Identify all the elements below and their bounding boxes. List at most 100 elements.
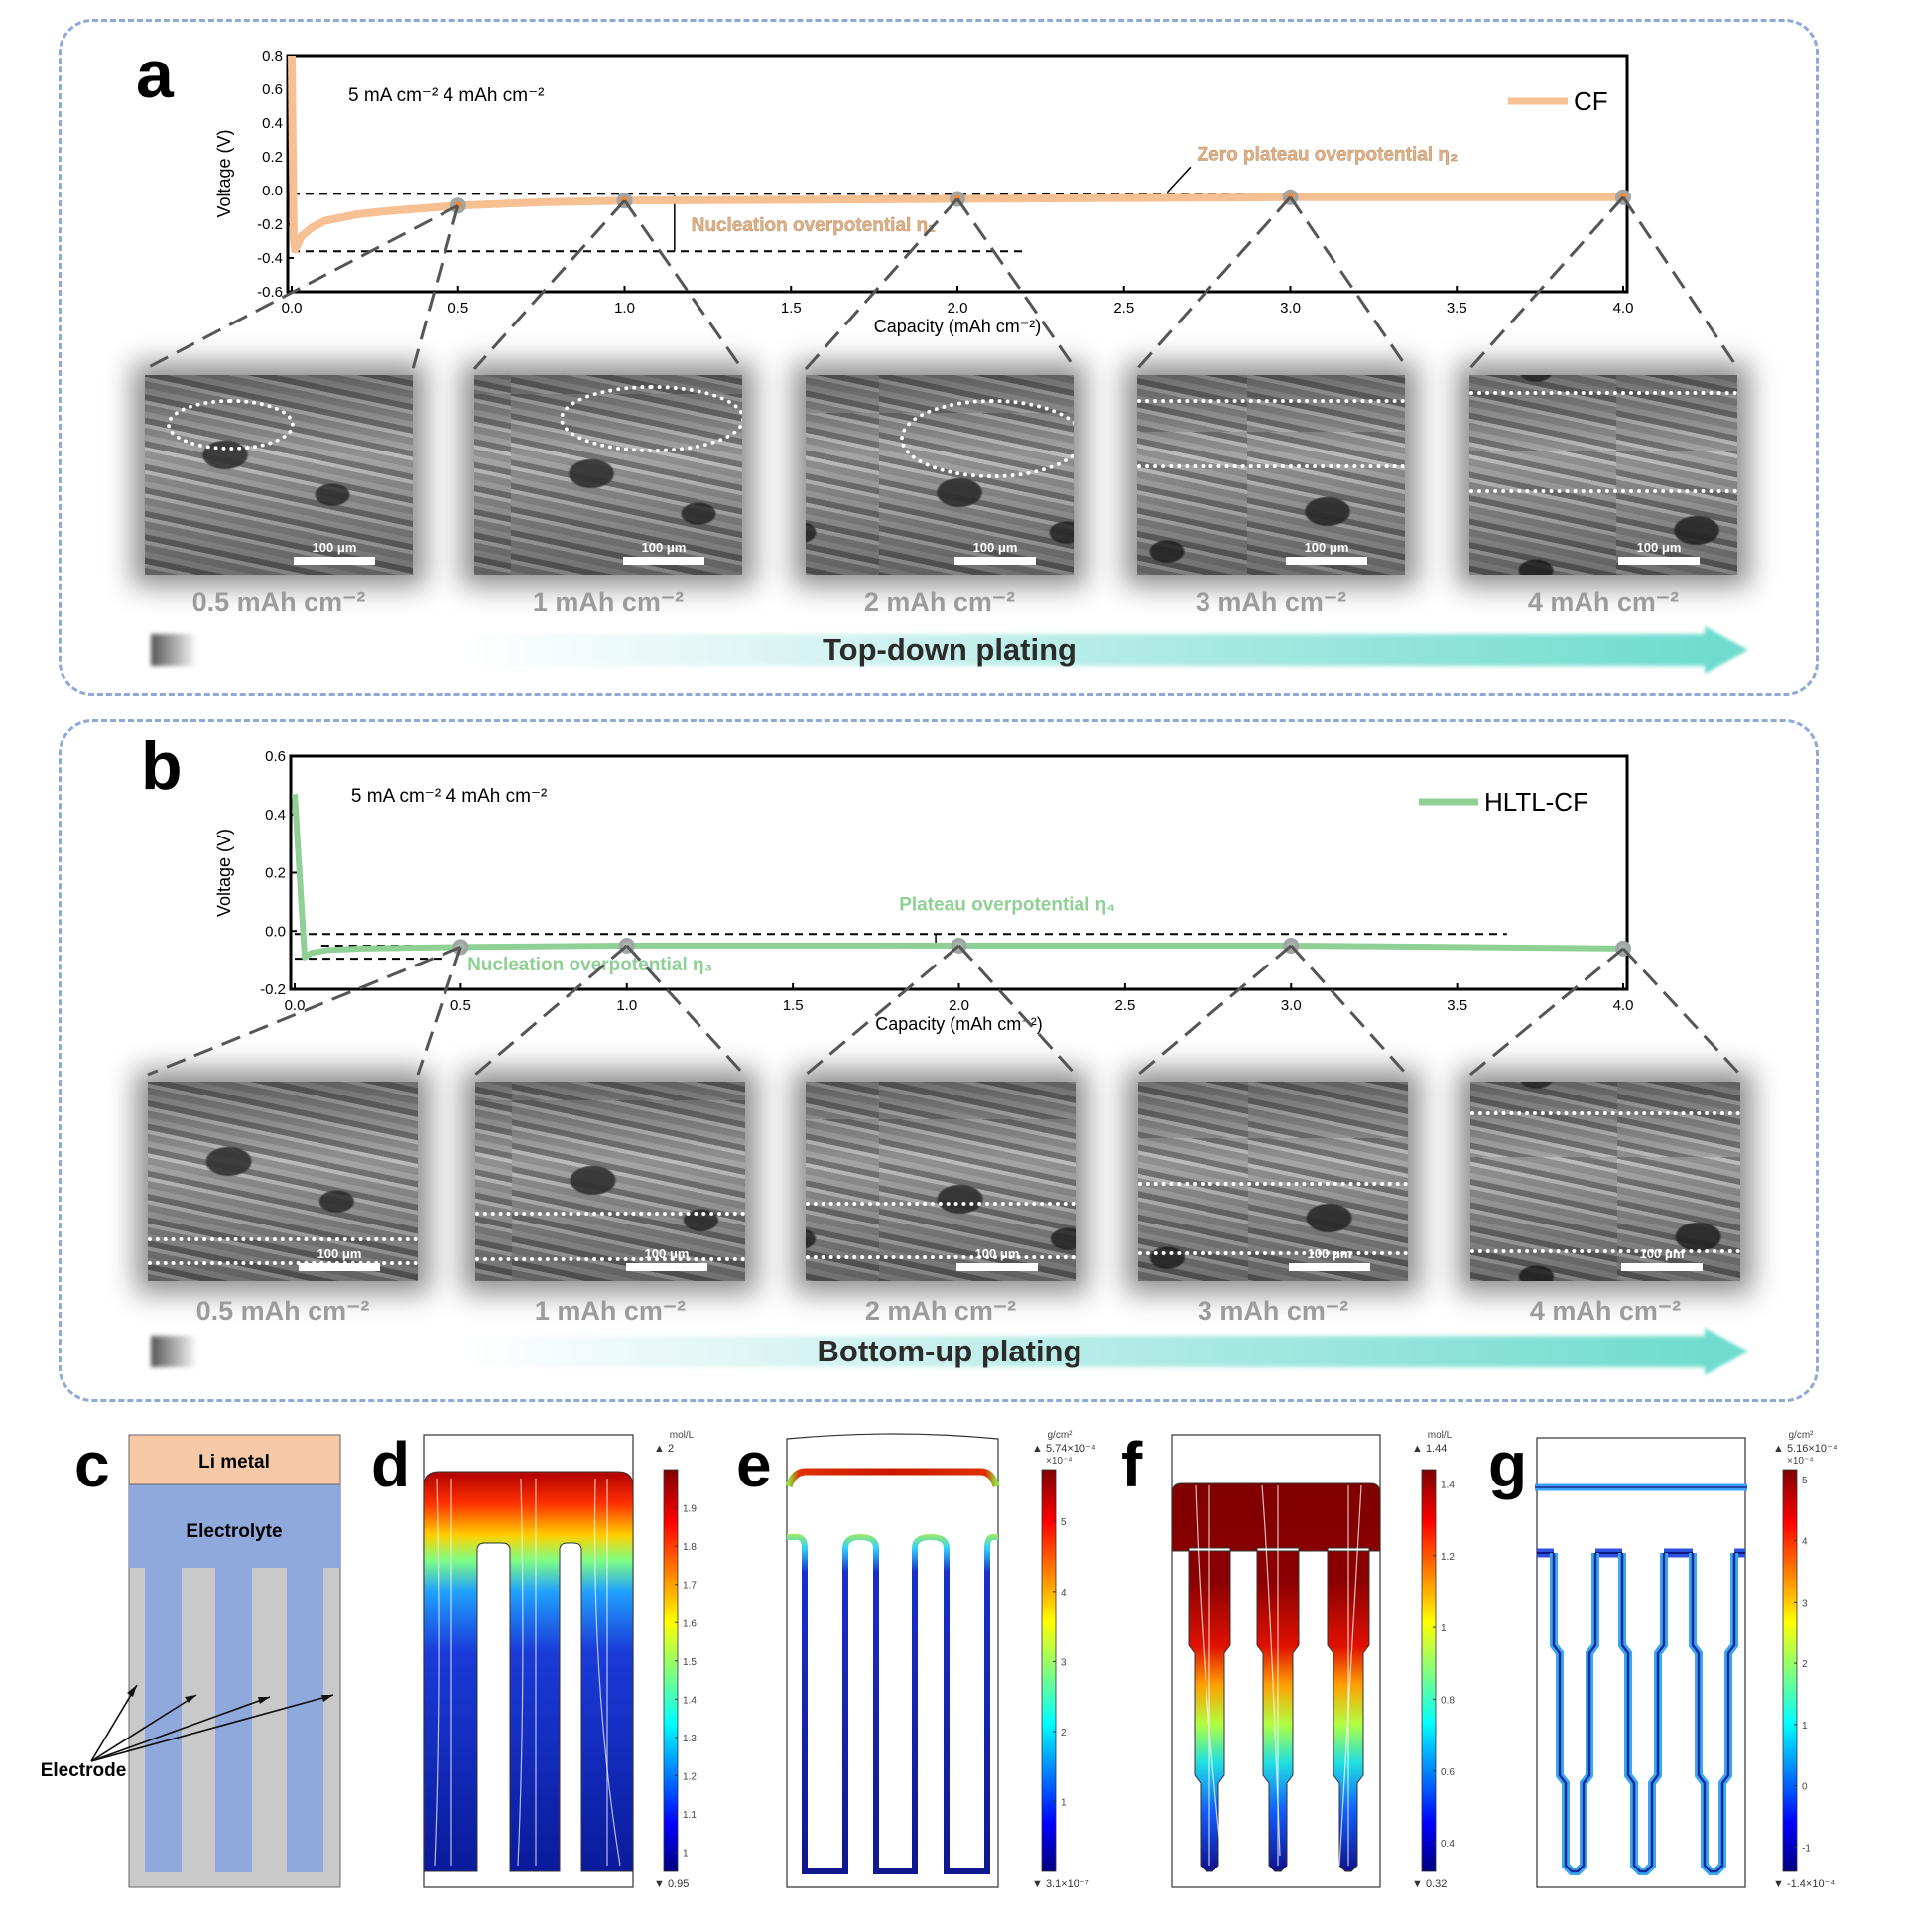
zoom-connector-line xyxy=(1137,944,1293,1077)
capacity-label: 0.5 mAh cm⁻² xyxy=(191,587,366,617)
colorbar-tick-label: 5 xyxy=(1802,1476,1808,1486)
layer-boundary-dotted-line xyxy=(475,1256,745,1261)
y-tick-label: 0.2 xyxy=(262,149,283,166)
scale-bar-label: 100 μm xyxy=(644,1246,690,1261)
annotation: Nucleation overpotential η₃ xyxy=(467,955,712,975)
x-tick-label: 1.0 xyxy=(614,300,635,317)
x-axis-label: Capacity (mAh cm⁻²) xyxy=(875,1014,1043,1034)
electrode-interface xyxy=(787,1533,998,1874)
concentration-field xyxy=(423,1471,634,1872)
y-tick-label: -0.2 xyxy=(260,981,286,998)
domain-frame xyxy=(1536,1437,1746,1888)
zoom-connector-line xyxy=(804,197,959,370)
simulation-f-concentration xyxy=(1171,1434,1381,1888)
highlight-ellipse xyxy=(166,399,296,451)
li-metal-interface xyxy=(785,1468,1000,1488)
layer-boundary-dotted-line xyxy=(1138,1250,1408,1255)
layer-boundary-dotted-line xyxy=(1470,1248,1740,1253)
colorbar-tick-label: 1 xyxy=(1061,1798,1067,1809)
panel-a-frame xyxy=(59,19,1819,696)
zoom-connector-line xyxy=(1467,195,1625,371)
highlight-ellipse xyxy=(899,399,1074,479)
scale-bar xyxy=(956,1263,1038,1271)
capacity-label: 1 mAh cm⁻² xyxy=(532,587,685,617)
zoom-connector-line xyxy=(623,199,744,370)
y-tick-label: -0.2 xyxy=(257,216,283,233)
y-tick-label: -0.4 xyxy=(257,250,283,267)
sem-image: 100 μm xyxy=(474,375,742,575)
scale-bar-label: 100 μm xyxy=(1636,540,1682,555)
zoom-connector-line xyxy=(1469,947,1624,1077)
zoom-connector-line xyxy=(1290,944,1409,1077)
colorbar-tick-label: 1.9 xyxy=(683,1504,697,1515)
zoom-connector-line xyxy=(1621,947,1742,1077)
capacity-label: 2 mAh cm⁻² xyxy=(863,587,1016,617)
y-tick-label: 0.4 xyxy=(262,115,283,132)
scale-bar-label: 100 μm xyxy=(312,540,357,555)
y-axis-label: Voltage (V) xyxy=(214,829,234,917)
legend-label: CF xyxy=(1574,86,1608,116)
image-shading xyxy=(806,1082,1076,1281)
x-tick-label: 3.0 xyxy=(1280,300,1301,317)
colorbar-tick-label: 1.4 xyxy=(1441,1480,1455,1490)
y-tick-label: 0.0 xyxy=(265,923,286,940)
zoom-connector-line xyxy=(472,199,626,370)
zoom-connector-line xyxy=(147,946,461,1077)
x-tick-label: 2.5 xyxy=(1114,997,1135,1014)
channel-outline xyxy=(1552,1553,1597,1873)
colorbar-unit: mol/L xyxy=(1428,1430,1453,1441)
y-axis-label: Voltage (V) xyxy=(214,129,234,217)
zoom-connector-line xyxy=(1135,195,1292,370)
colorbar-unit: g/cm² xyxy=(1048,1430,1074,1441)
colorbar-max: ▲ 5.16×10⁻⁴ xyxy=(1773,1443,1838,1455)
plating-arrow-bar xyxy=(151,634,1709,666)
image-shading xyxy=(1137,375,1405,575)
x-tick-label: 1.5 xyxy=(783,997,804,1014)
arrowhead-icons xyxy=(127,1685,333,1704)
colorbar-tick-label: 3 xyxy=(1802,1598,1808,1609)
layer-boundary-dotted-line xyxy=(1137,464,1405,469)
colorbar-tick-label: 3 xyxy=(1061,1657,1067,1668)
y-tick-label: 0.6 xyxy=(262,81,283,98)
sem-image: 100 μm xyxy=(806,1082,1076,1281)
zoom-connector-line xyxy=(955,197,1078,370)
colorbar-min: ▼ -1.4×10⁻⁴ xyxy=(1773,1878,1835,1890)
electrode-pointer-arrows xyxy=(90,1684,334,1762)
image-shading xyxy=(148,1082,418,1281)
channel-outline xyxy=(1691,1553,1736,1873)
panel-label-b: b xyxy=(141,728,183,804)
sem-image: 100 μm xyxy=(1138,1082,1408,1281)
scale-bar-label: 100 μm xyxy=(974,1246,1020,1261)
colorbar-tick-label: 1.1 xyxy=(683,1810,697,1821)
electrode-label: Electrode xyxy=(41,1760,127,1781)
sem-image: 100 μm xyxy=(145,375,413,575)
capacity-label: 3 mAh cm⁻² xyxy=(1197,1296,1349,1326)
panel-label-g: g xyxy=(1488,1429,1527,1500)
layer-boundary-dotted-line xyxy=(1469,391,1737,396)
x-tick-label: 0.5 xyxy=(447,300,468,317)
scale-bar xyxy=(294,557,375,565)
layer-boundary-dotted-line xyxy=(148,1236,418,1241)
sem-image: 100 μm xyxy=(475,1082,745,1281)
zoom-connectors xyxy=(144,195,1742,1077)
scale-bar-label: 100 μm xyxy=(317,1246,362,1261)
colorbar-min: ▼ 0.95 xyxy=(654,1878,689,1890)
test-conditions: 5 mA cm⁻² 4 mAh cm⁻² xyxy=(348,85,544,106)
electrode-finger xyxy=(287,1563,323,1872)
sem-image: 100 μm xyxy=(806,375,1074,575)
layer-boundary-dotted-line xyxy=(1137,399,1405,404)
colorbar-tick-label: 1 xyxy=(1441,1623,1447,1634)
colorbar-tick-label: 1 xyxy=(683,1849,689,1860)
scale-bar xyxy=(299,1263,380,1271)
x-tick-label: 3.5 xyxy=(1447,300,1467,317)
colorbar-tick-label: 1.5 xyxy=(683,1657,697,1668)
colorbar-tick-label: 1.8 xyxy=(683,1542,697,1553)
electrolyte-layer xyxy=(129,1484,340,1568)
colorbar-tick-label: -1 xyxy=(1802,1843,1811,1854)
sem-image: 100 μm xyxy=(1470,1082,1740,1281)
electrode-finger xyxy=(145,1563,182,1872)
colorbar-tick-label: 2 xyxy=(1061,1728,1067,1739)
layer-boundary-dotted-line xyxy=(1469,488,1737,493)
simulation-e-deposition xyxy=(785,1433,1000,1888)
